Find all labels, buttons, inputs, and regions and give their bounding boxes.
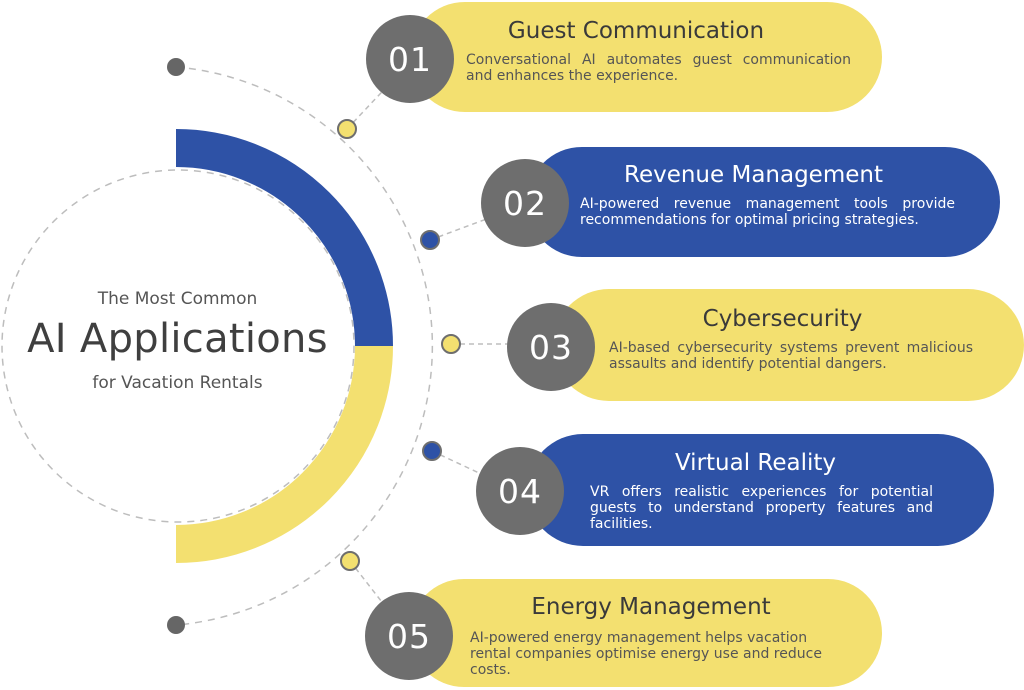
item-description: AI-powered revenue management tools prov… bbox=[580, 196, 955, 228]
node-dot-03 bbox=[441, 334, 461, 354]
node-dot-01 bbox=[337, 119, 357, 139]
node-dot-04 bbox=[422, 441, 442, 461]
hub-title: AI Applications bbox=[27, 316, 328, 362]
item-description: Conversational AI automates guest commun… bbox=[466, 52, 851, 84]
outer-dashed-arc bbox=[175, 66, 434, 626]
item-description: VR offers realistic experiences for pote… bbox=[590, 484, 933, 532]
node-dot-05 bbox=[340, 551, 360, 571]
item-number-02: 02 bbox=[481, 159, 569, 247]
item-title: Revenue Management bbox=[624, 162, 883, 188]
item-number-05: 05 bbox=[365, 592, 453, 680]
item-card-04: Virtual Reality VR offers realistic expe… bbox=[527, 434, 994, 546]
item-number-04: 04 bbox=[476, 447, 564, 535]
item-title: Virtual Reality bbox=[674, 450, 837, 476]
item-card-05: Energy Management AI-powered energy mana… bbox=[410, 579, 882, 687]
hub-subtitle-bottom: for Vacation Rentals bbox=[92, 373, 263, 393]
arc-end-dot-top bbox=[167, 58, 185, 76]
connector-02 bbox=[429, 213, 501, 241]
hub-subtitle-top: The Most Common bbox=[97, 289, 258, 309]
hub-ring-blue bbox=[175, 129, 393, 347]
arc-end-dot-bottom bbox=[167, 616, 185, 634]
hub-ring-yellow bbox=[175, 345, 393, 563]
item-card-01: Guest Communication Conversational AI au… bbox=[410, 2, 882, 112]
item-number-01: 01 bbox=[366, 15, 454, 103]
item-card-02: Revenue Management AI-powered revenue ma… bbox=[527, 147, 1000, 257]
item-number-03: 03 bbox=[507, 303, 595, 391]
item-title: Guest Communication bbox=[507, 18, 765, 44]
item-title: Cybersecurity bbox=[702, 306, 863, 332]
item-card-03: Cybersecurity AI-based cybersecurity sys… bbox=[553, 289, 1024, 401]
item-description: AI-powered energy management helps vacat… bbox=[470, 630, 822, 678]
hub-dashed-circle bbox=[1, 169, 355, 523]
item-title: Energy Management bbox=[531, 594, 771, 620]
node-dot-02 bbox=[420, 230, 440, 250]
item-description: AI-based cybersecurity systems prevent m… bbox=[609, 340, 973, 372]
